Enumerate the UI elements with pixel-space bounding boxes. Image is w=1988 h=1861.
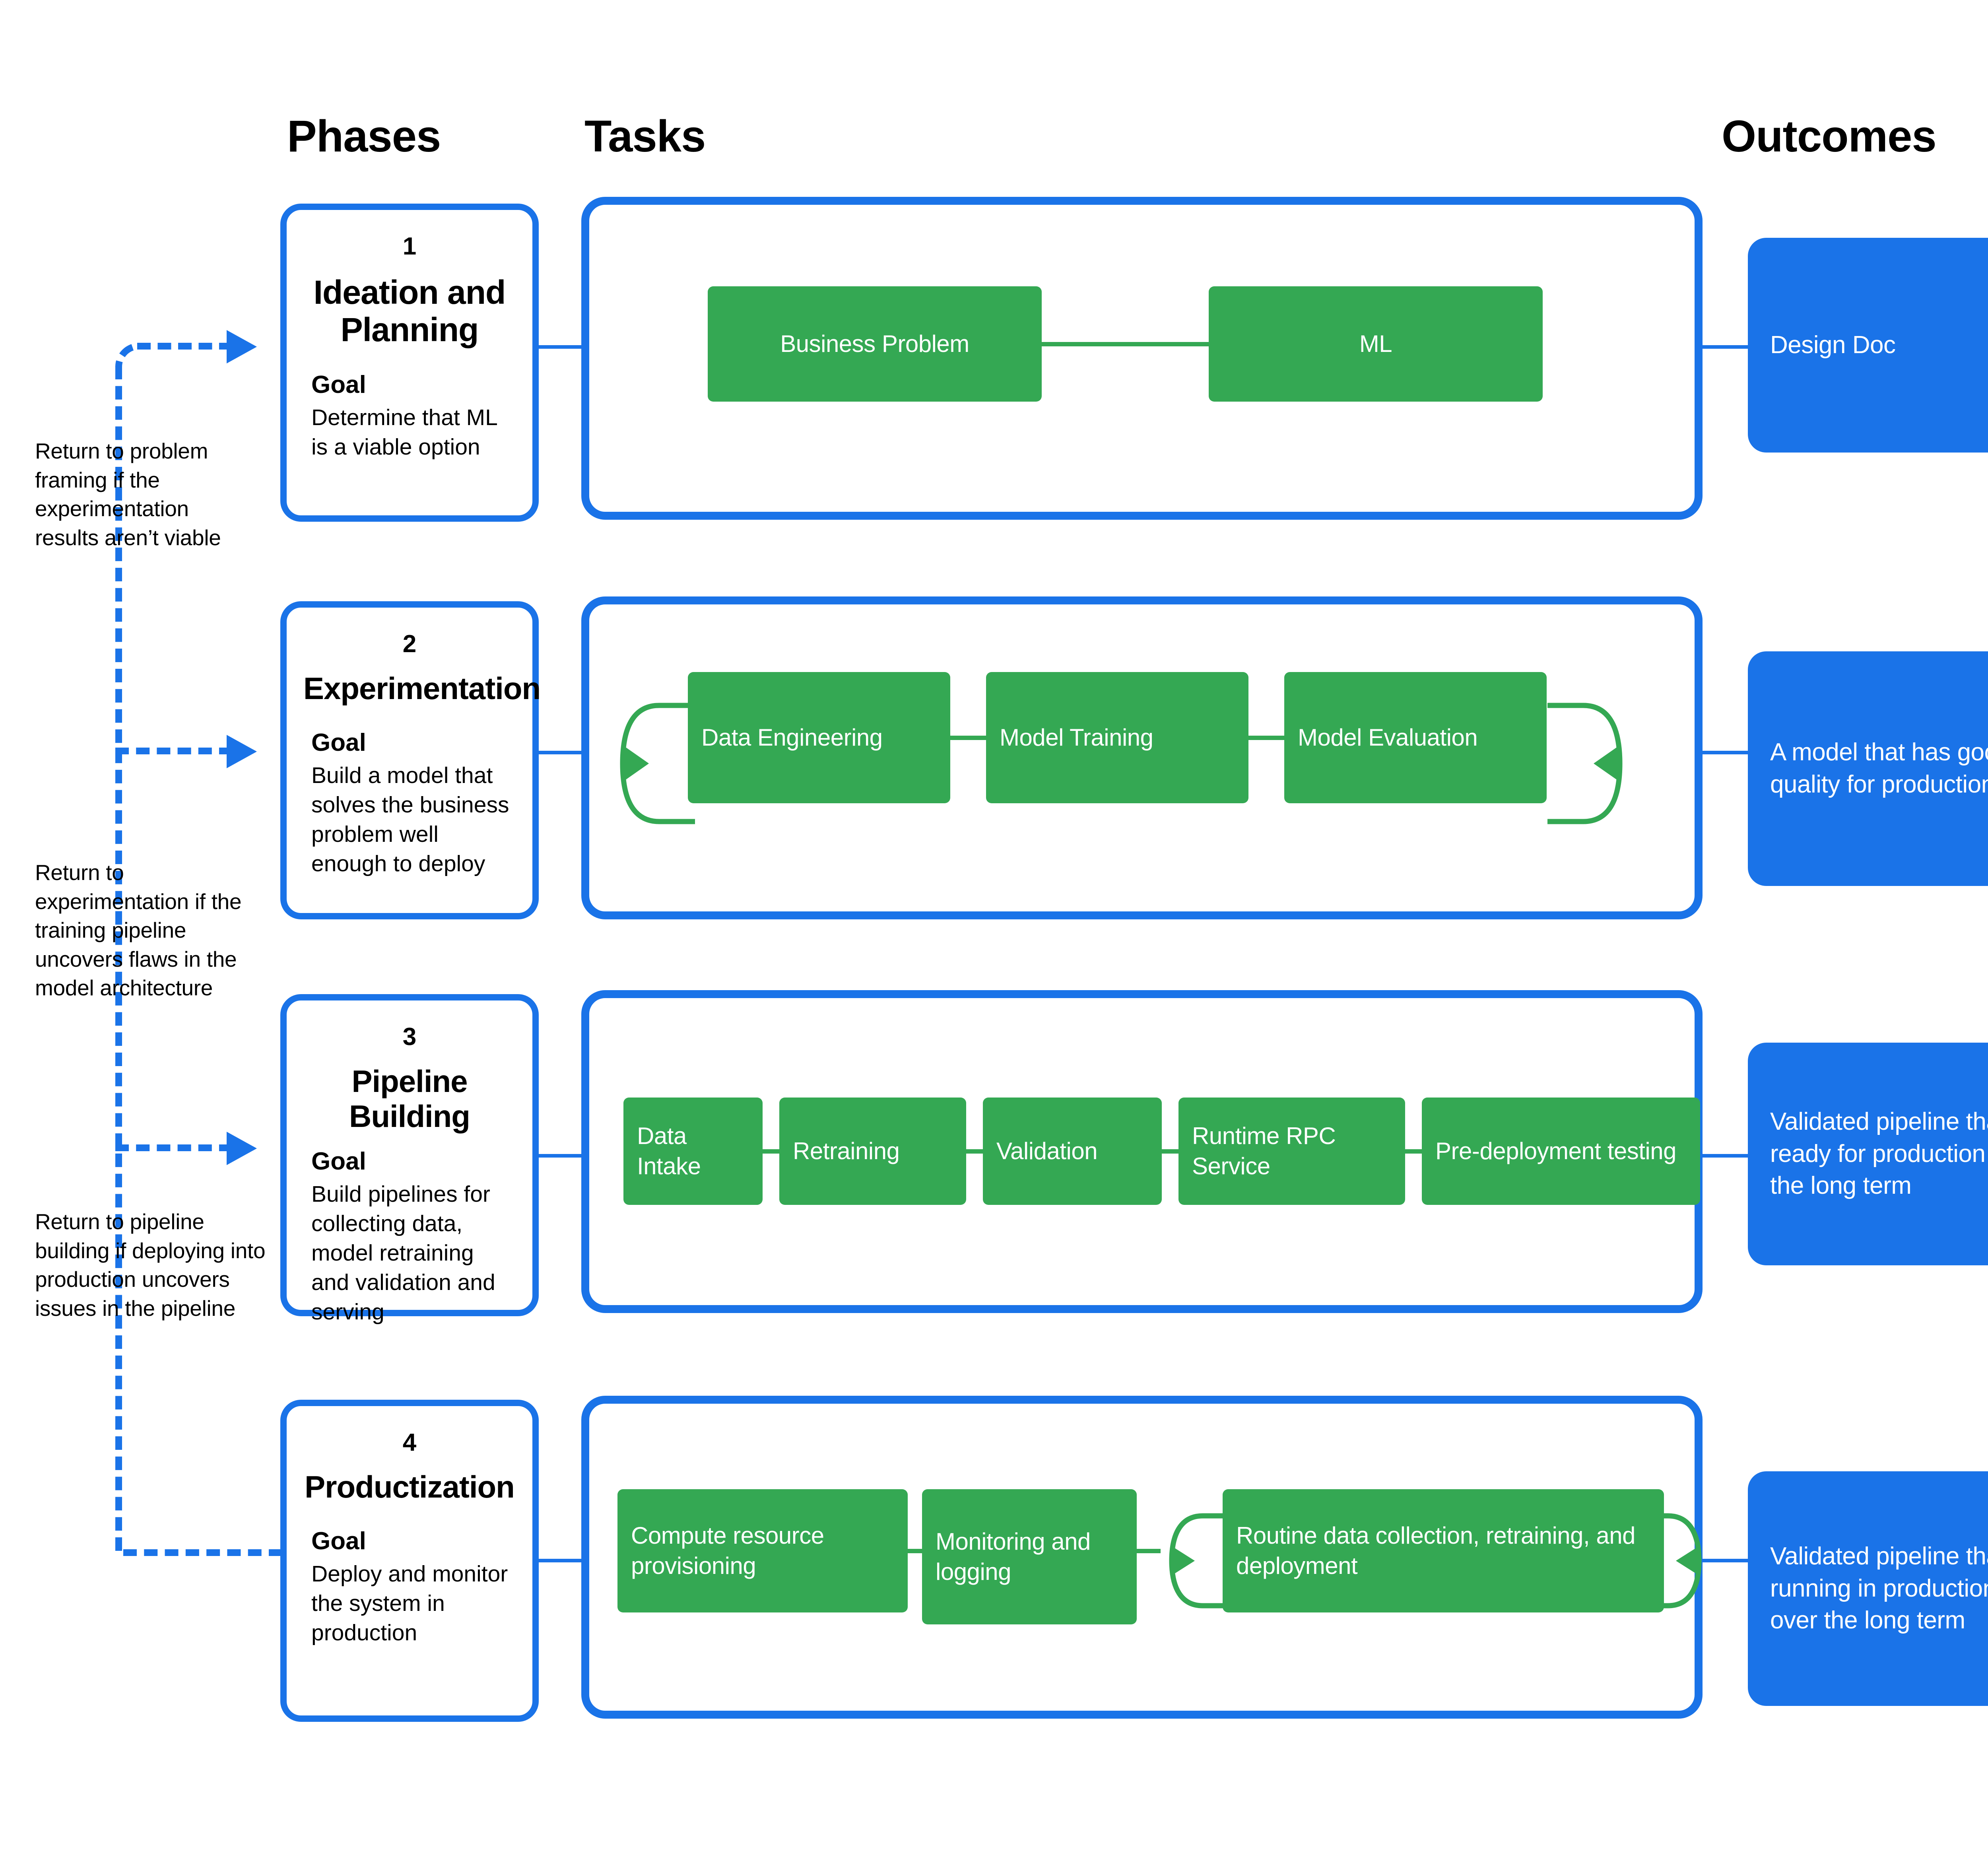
return-annotation-3: Return to pipeline building if deploying… [35, 1209, 266, 1321]
task-connector-4-1 [908, 1549, 922, 1553]
task-connector-1-1 [1042, 342, 1209, 346]
connector-tasks1-to-outcome1 [1703, 345, 1748, 349]
phase-goal-label-4: Goal [311, 1527, 366, 1555]
connector-phase2-to-tasks2 [539, 751, 582, 754]
phase-goal-text-3: Build pipelines for collecting data, mod… [311, 1181, 495, 1325]
task-connector-4-2 [1137, 1549, 1161, 1553]
return-path-branch-1 [137, 343, 233, 350]
return-path-branch-3 [115, 1144, 233, 1151]
task-box-1-1[interactable]: Business Problem [708, 286, 1042, 402]
connector-tasks2-to-outcome2 [1703, 751, 1748, 754]
task-box-3-2[interactable]: Retraining [779, 1098, 966, 1205]
production-loop-right-arrow [1638, 1511, 1708, 1610]
connector-phase3-to-tasks3 [539, 1154, 582, 1158]
phase-title-1: Ideation and Planning [313, 274, 506, 349]
connector-phase4-to-tasks4 [539, 1559, 582, 1562]
task-box-3-4[interactable]: Runtime RPC Service [1178, 1098, 1405, 1205]
connector-tasks4-to-outcome4 [1703, 1559, 1748, 1562]
phase-goal-text-2: Build a model that solves the business p… [311, 762, 509, 876]
task-box-4-1[interactable]: Compute resource provisioning [617, 1489, 908, 1612]
connector-phase1-to-tasks1 [539, 345, 582, 349]
phase-goal-label-3: Goal [311, 1147, 366, 1175]
phase-number-1: 1 [402, 233, 417, 260]
return-path-spine [115, 366, 122, 1551]
phase-goal-label-2: Goal [311, 728, 366, 756]
task-connector-3-3 [1162, 1149, 1178, 1154]
column-heading-phases: Phases [287, 111, 441, 161]
outcome-chip-3[interactable]: Validated pipeline that’s ready for prod… [1748, 1043, 1988, 1265]
task-box-2-2[interactable]: Model Training [986, 672, 1248, 803]
phase-number-2: 2 [402, 630, 417, 658]
return-path-source-4 [123, 1549, 282, 1556]
task-connector-2-2 [1248, 736, 1284, 740]
column-heading-tasks: Tasks [584, 111, 706, 161]
return-arrow-3 [227, 1132, 257, 1165]
column-heading-outcomes: Outcomes [1722, 111, 1937, 161]
task-box-1-2[interactable]: ML [1209, 286, 1543, 402]
phase-goal-text-4: Deploy and monitor the system in product… [311, 1561, 508, 1645]
task-connector-3-4 [1405, 1149, 1422, 1154]
connector-tasks3-to-outcome3 [1703, 1154, 1748, 1158]
task-box-3-1[interactable]: Data Intake [623, 1098, 763, 1205]
phase-goal-label-1: Goal [311, 371, 366, 399]
experimentation-loop-left-arrow [612, 700, 699, 827]
phase-goal-text-1: Determine that ML is a viable option [311, 405, 497, 460]
phase-number-3: 3 [402, 1023, 417, 1051]
return-arrow-1 [227, 330, 257, 363]
phase-card-3[interactable]: 3 Pipeline Building Goal Build pipelines… [280, 994, 539, 1325]
outcome-chip-2[interactable]: A model that has good quality for produc… [1748, 651, 1988, 886]
phase-title-4: Productization [305, 1469, 515, 1505]
task-connector-3-2 [966, 1149, 983, 1154]
phase-card-1[interactable]: 1 Ideation and Planning Goal Determine t… [280, 204, 539, 522]
phase-number-4: 4 [402, 1429, 417, 1456]
task-box-3-3[interactable]: Validation [983, 1098, 1162, 1205]
outcome-chip-1[interactable]: Design Doc [1748, 238, 1988, 453]
task-box-3-5[interactable]: Pre-deployment testing [1422, 1098, 1700, 1205]
task-connector-2-1 [950, 736, 986, 740]
return-arrow-2 [227, 735, 257, 768]
production-loop-left-arrow [1163, 1511, 1233, 1610]
task-box-4-3[interactable]: Routine data collection, retraining, and… [1223, 1489, 1664, 1612]
task-connector-3-1 [763, 1149, 779, 1154]
task-box-4-2[interactable]: Monitoring and logging [922, 1489, 1137, 1624]
return-path-branch-2 [115, 748, 233, 754]
return-annotation-2: Return to experimentation if the trainin… [35, 860, 242, 1000]
phase-card-2[interactable]: 2 Experimentation Goal Build a model tha… [280, 601, 541, 919]
outcome-chip-4[interactable]: Validated pipeline that’s running in pro… [1748, 1471, 1988, 1706]
task-box-2-3[interactable]: Model Evaluation [1284, 672, 1547, 803]
experimentation-loop-right-arrow [1543, 700, 1631, 827]
phase-title-2: Experimentation [303, 671, 541, 706]
task-box-2-1[interactable]: Data Engineering [688, 672, 950, 803]
return-annotation-1: Return to problem framing if the experim… [35, 439, 221, 550]
phase-title-3: Pipeline Building [349, 1064, 470, 1134]
phase-card-4[interactable]: 4 Productization Goal Deploy and monitor… [280, 1400, 539, 1722]
